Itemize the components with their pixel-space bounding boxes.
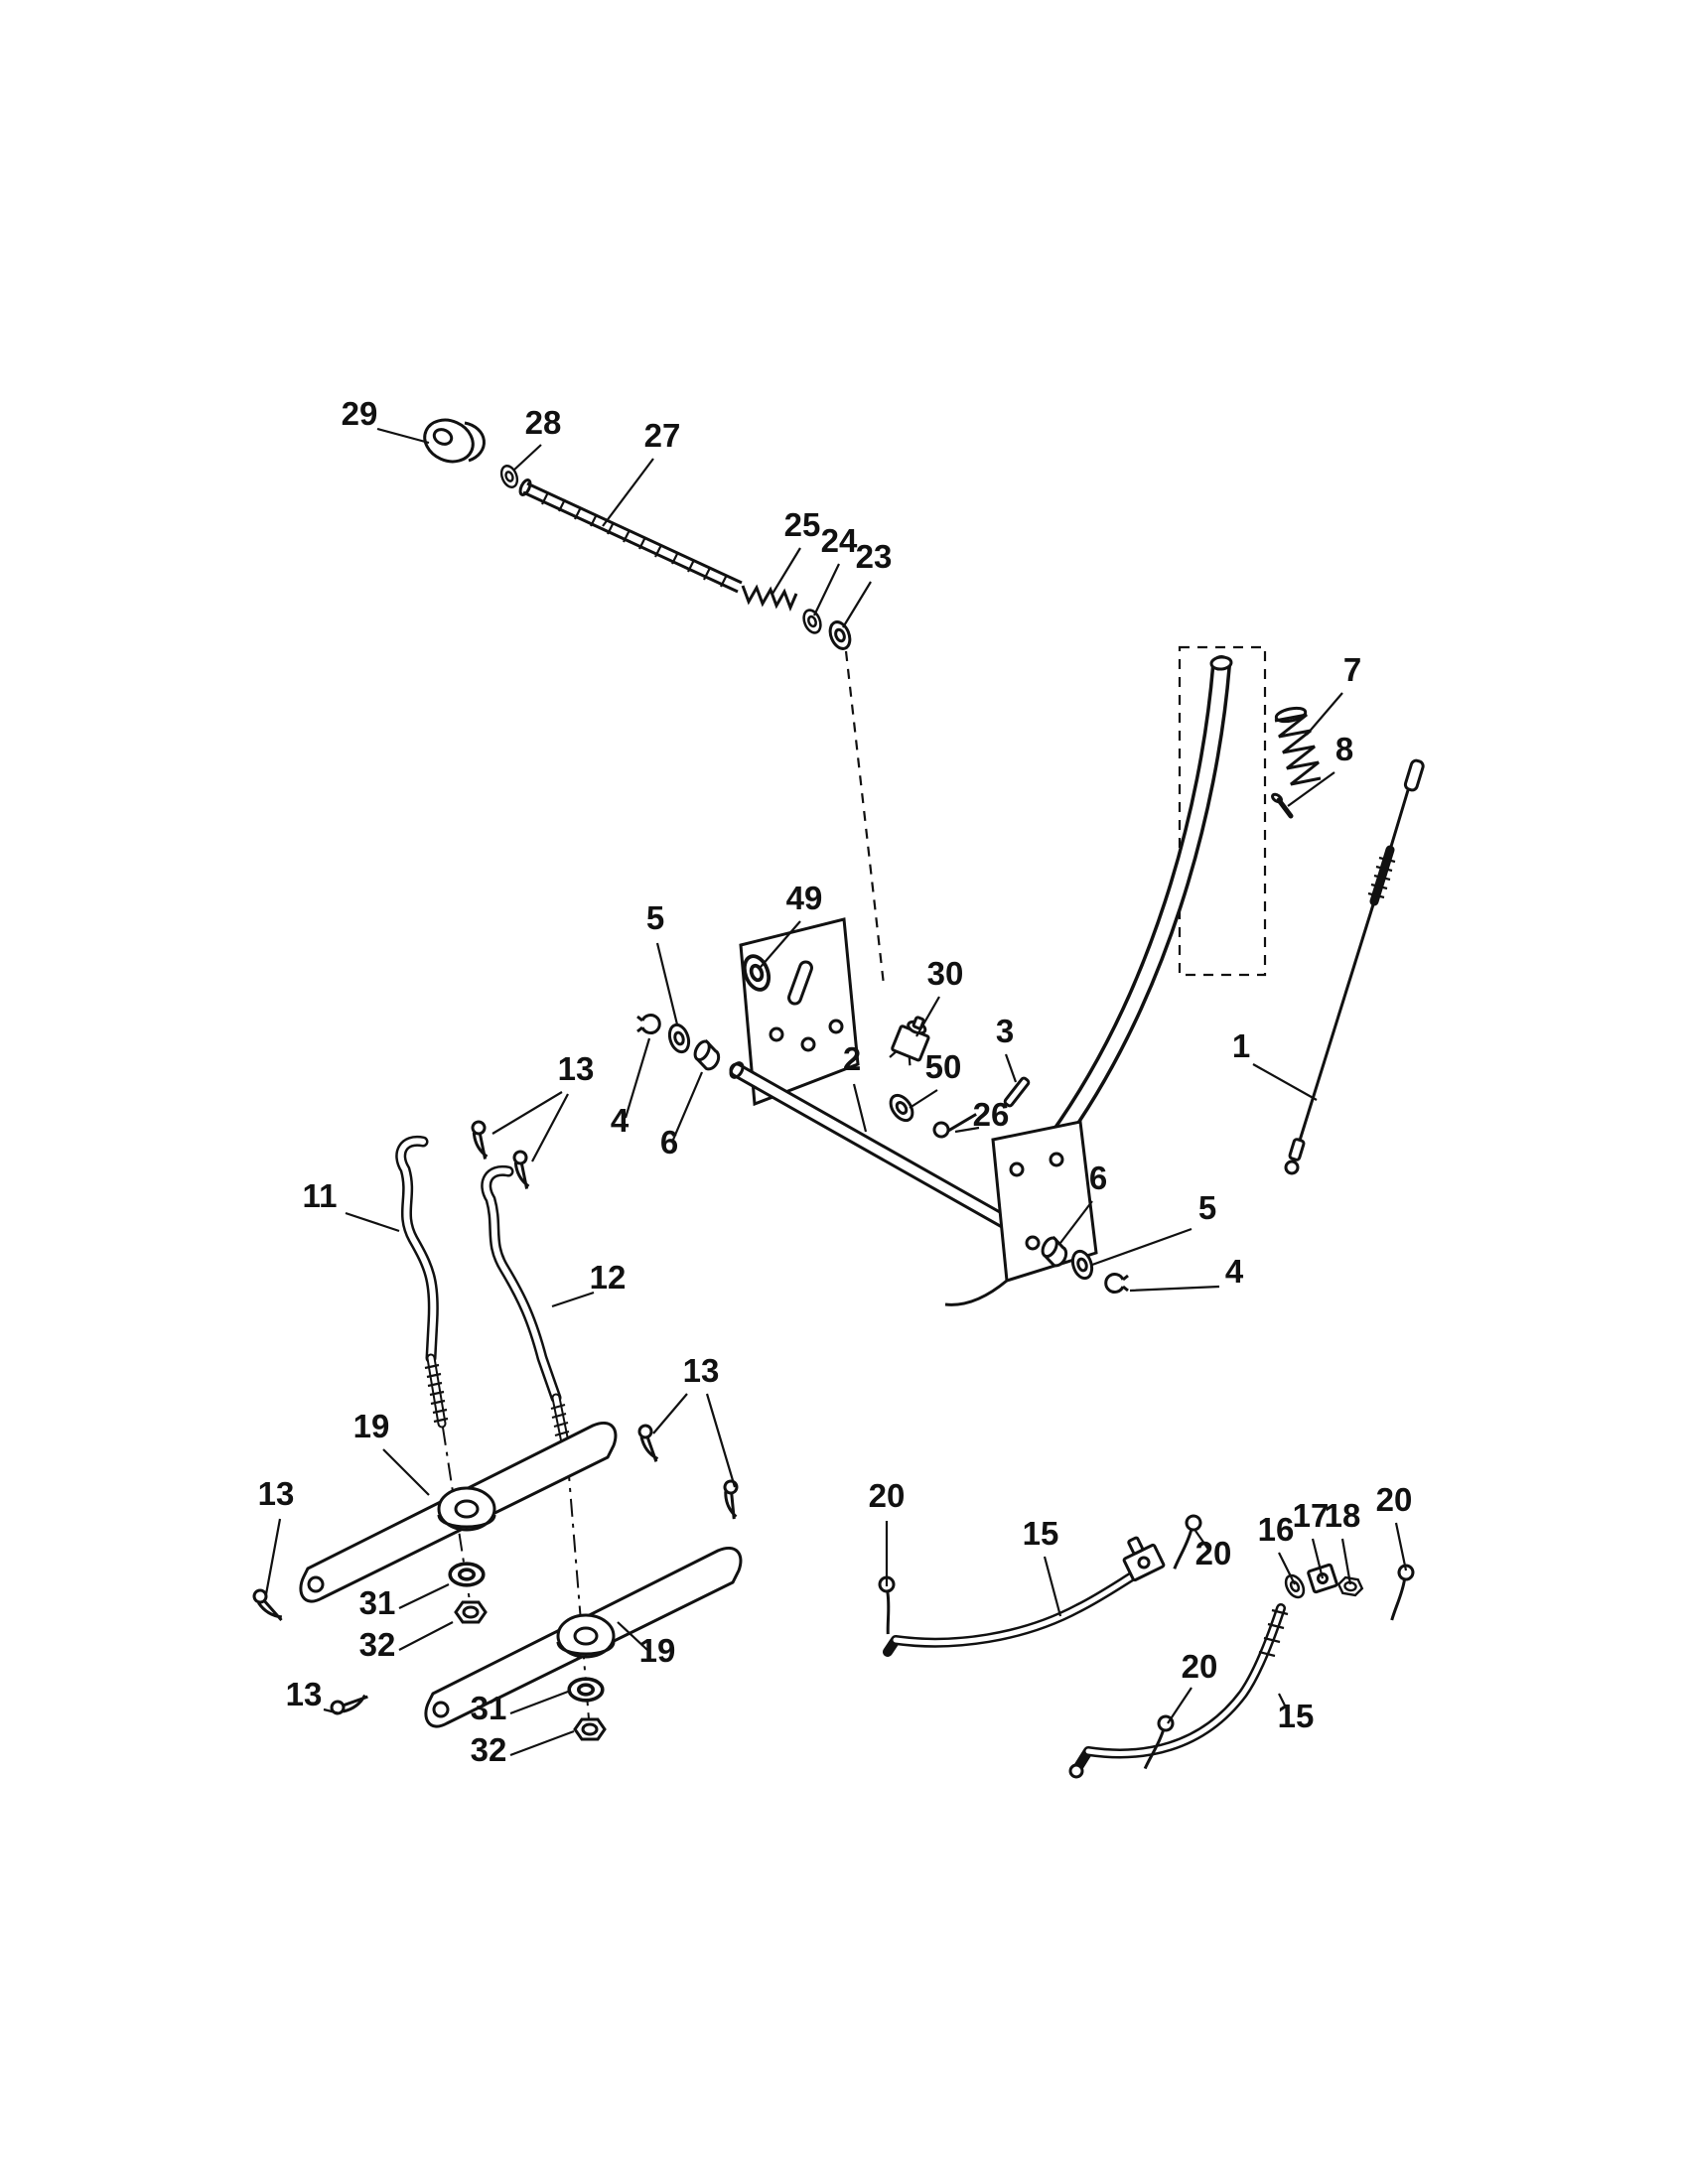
washer-5-left: [664, 1021, 694, 1056]
callout-31: 31: [471, 1690, 507, 1726]
bracket-slot: [787, 960, 813, 1006]
callout-27: 27: [644, 417, 681, 454]
clutch-cable-1: [1284, 758, 1425, 1175]
callout-7: 7: [1343, 651, 1361, 688]
callout-17: 17: [1293, 1497, 1330, 1534]
callout-20: 20: [869, 1477, 906, 1514]
washer-16: [1281, 1570, 1309, 1602]
washer-31-upper: [448, 1562, 486, 1587]
callout-32: 32: [471, 1731, 507, 1768]
lift-rod-assembly: [423, 418, 886, 986]
screw-8: [1271, 792, 1294, 819]
clip-13: [251, 1585, 284, 1627]
clip-13: [329, 1688, 370, 1720]
clip-13: [463, 1118, 498, 1161]
nut-32-upper: [454, 1600, 488, 1624]
clip-26: [932, 1113, 977, 1139]
spring-25: [741, 584, 798, 613]
callout-13: 13: [258, 1475, 295, 1512]
washer-50: [885, 1089, 918, 1127]
rod-15-threads: [1258, 1608, 1289, 1658]
arm-tip-hole: [432, 1701, 450, 1718]
callout-26: 26: [973, 1096, 1010, 1133]
callout-23: 23: [856, 538, 893, 575]
callout-19: 19: [353, 1408, 390, 1444]
callout-8: 8: [1335, 731, 1353, 767]
callout-19: 19: [639, 1632, 676, 1669]
callout-25: 25: [784, 506, 821, 543]
lift-links: [395, 1135, 591, 1732]
washer-31-lower: [567, 1677, 605, 1703]
callout-15: 15: [1023, 1515, 1059, 1552]
mounting-bracket-plate: [738, 917, 860, 1107]
roll-pin-3: [1003, 1076, 1031, 1108]
cable-ferrule: [1403, 758, 1425, 792]
callout-leader-lines: [264, 427, 1408, 1757]
callout-6: 6: [1089, 1160, 1107, 1196]
retainer-clip-4-left: [635, 1014, 661, 1034]
callout-12: 12: [590, 1259, 627, 1296]
lift-handle-assembly: [1017, 645, 1322, 1193]
callout-28: 28: [525, 404, 562, 441]
callout-15: 15: [1278, 1698, 1315, 1734]
callout-2: 2: [843, 1040, 861, 1077]
cable-end-ball: [1284, 1160, 1300, 1175]
callout-1: 1: [1232, 1027, 1250, 1064]
callout-13: 13: [683, 1352, 720, 1389]
washer-23: [824, 617, 856, 653]
callout-30: 30: [927, 955, 964, 992]
callout-20: 20: [1182, 1648, 1218, 1685]
washer-24: [799, 606, 825, 637]
callout-18: 18: [1325, 1497, 1361, 1534]
assembly-centerline: [844, 650, 886, 986]
callout-4: 4: [611, 1102, 630, 1139]
handle-top-cap: [1209, 655, 1233, 671]
callout-32: 32: [359, 1626, 396, 1663]
retainer-clip-4-right: [1104, 1273, 1130, 1294]
callout-16: 16: [1258, 1511, 1295, 1548]
handle-tube: [1017, 655, 1231, 1193]
lift-arm-upper: [299, 1422, 618, 1603]
callout-5: 5: [1198, 1189, 1216, 1226]
handle-base-bracket: [944, 1120, 1130, 1306]
clip-20: [1380, 1562, 1417, 1623]
lift-rods: [876, 1512, 1417, 1779]
clip-13: [712, 1477, 751, 1521]
callout-29: 29: [342, 395, 378, 432]
callout-6: 6: [660, 1124, 678, 1160]
callout-4: 4: [1225, 1253, 1244, 1290]
lift-arm-lower: [424, 1547, 743, 1728]
callout-13: 13: [558, 1050, 595, 1087]
callout-13: 13: [286, 1676, 323, 1712]
grip-spring-7: [1274, 706, 1322, 786]
cap-29: [423, 418, 486, 464]
callout-24: 24: [821, 522, 858, 559]
threaded-rod-27: [518, 478, 743, 594]
callout-50: 50: [925, 1048, 962, 1085]
lift-shaft-assembly: [635, 1014, 1047, 1249]
callout-31: 31: [359, 1584, 396, 1621]
callout-3: 3: [996, 1013, 1014, 1049]
thread-ticks: [541, 491, 728, 588]
handle-reference-box: [1178, 645, 1267, 977]
callout-5: 5: [646, 899, 664, 936]
callout-11: 11: [303, 1177, 338, 1214]
cable-spring-ticks: [1367, 856, 1396, 899]
arm-tip-hole: [307, 1575, 325, 1593]
bushing-6-left: [688, 1037, 726, 1074]
rod-end-bracket: [1122, 1536, 1166, 1582]
callout-20: 20: [1195, 1535, 1232, 1571]
nut-32-lower: [573, 1717, 607, 1741]
callout-49: 49: [786, 880, 823, 916]
clip-13: [632, 1423, 665, 1464]
callout-20: 20: [1376, 1481, 1413, 1518]
link-12-threads: [550, 1403, 573, 1455]
link-11-threads: [424, 1363, 449, 1424]
